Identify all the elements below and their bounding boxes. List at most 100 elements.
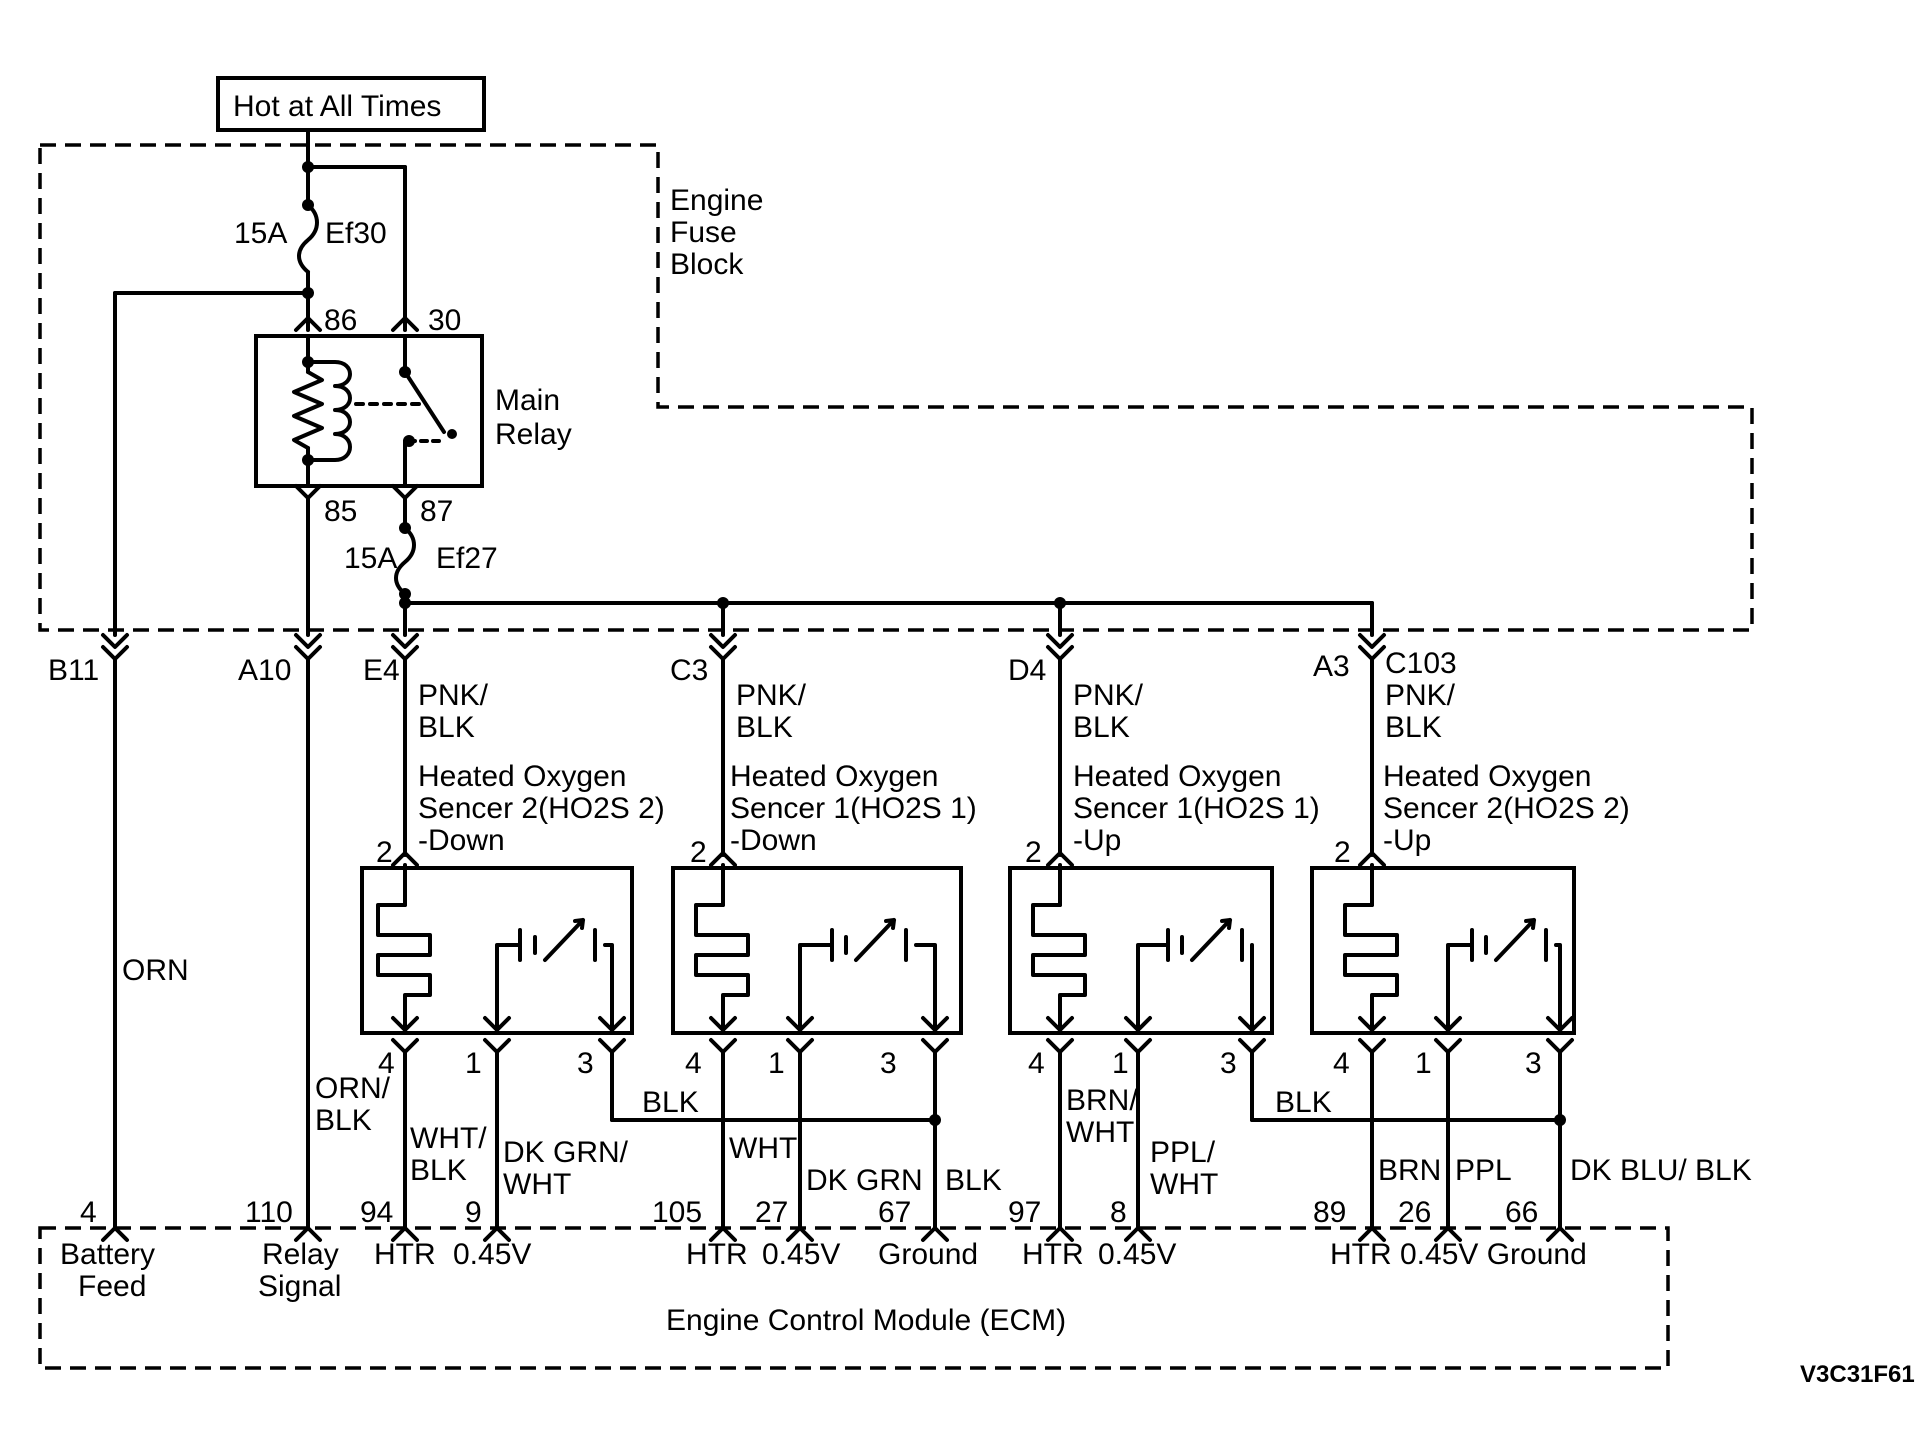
ecm-pin-105: 105 <box>652 1196 702 1229</box>
wire-brn-wht-1: BRN/ <box>1066 1084 1138 1117</box>
fuse-ef30-symbol <box>297 203 319 274</box>
sensor-1-pin-3: 3 <box>577 1047 594 1080</box>
sensor-3-pin-2: 2 <box>1025 836 1042 869</box>
supply-box <box>216 76 486 132</box>
ecm-pin-97: 97 <box>1008 1196 1041 1229</box>
fuse-block-connectors <box>101 633 1386 661</box>
sensor-cell <box>1446 918 1562 1032</box>
ecm-pin-94: 94 <box>360 1196 393 1229</box>
sensor-cell <box>798 918 937 1032</box>
wire-blk-group-1: BLK <box>642 1086 699 1119</box>
wire-brn-wht-2: WHT <box>1066 1116 1134 1149</box>
ecm-htr-1: HTR <box>374 1238 436 1271</box>
figure-id: V3C31F61 <box>1800 1361 1915 1388</box>
relay-pin-87: 87 <box>420 495 453 528</box>
ecm-pin-4: 4 <box>80 1196 97 1229</box>
ecm-battery-feed-1: Battery <box>60 1238 155 1271</box>
sensor-2-pin-3: 3 <box>880 1047 897 1080</box>
sensor-ho2s1-up <box>1008 657 1274 1035</box>
fuse-ef30-amp: 15A <box>234 217 287 250</box>
sensor-to-ecm-wiring <box>391 1038 1574 1242</box>
ecm-relay-signal-2: Signal <box>258 1270 341 1303</box>
ecm-pin-89: 89 <box>1313 1196 1346 1229</box>
sensor-4-line-3: -Up <box>1383 824 1431 857</box>
wire-orn: ORN <box>122 954 189 987</box>
sensor-2-pin-4: 4 <box>685 1047 702 1080</box>
ecm-pin-8: 8 <box>1110 1196 1127 1229</box>
wire-wht-blk-2: BLK <box>410 1154 467 1187</box>
fuse-block-label-2: Fuse <box>670 216 737 249</box>
wire-dk-grn: DK GRN <box>806 1164 923 1197</box>
sensor-3-line-1: Heated Oxygen <box>1073 760 1281 793</box>
wire-ppl: PPL <box>1455 1154 1512 1187</box>
ecm-pin-110: 110 <box>245 1196 293 1229</box>
sensor-4-pin-1: 1 <box>1415 1047 1432 1080</box>
connector-b11: B11 <box>48 654 99 687</box>
ecm-battery-feed-2: Feed <box>78 1270 146 1303</box>
sensor-4-pin-3: 3 <box>1525 1047 1542 1080</box>
sensor-3-line-3: -Up <box>1073 824 1121 857</box>
sensor-cell <box>1136 918 1254 1032</box>
supply-label: Hot at All Times <box>233 90 441 123</box>
relay-coil-inductor <box>320 360 352 462</box>
ecm-v045-2: 0.45V <box>762 1238 840 1271</box>
wire-dk-grn-wht-2: WHT <box>503 1168 571 1201</box>
ecm-ground-1: Ground <box>878 1238 978 1271</box>
wire-dk-blu-blk: DK BLU/ BLK <box>1570 1154 1752 1187</box>
sensor-2-line-3: -Down <box>730 824 817 857</box>
relay-switch-arm <box>403 370 446 434</box>
fuse-ef27-amp: 15A <box>344 542 397 575</box>
sensor-1-line-1: Heated Oxygen <box>418 760 626 793</box>
wire-blk-group-2: BLK <box>1275 1086 1332 1119</box>
sensor-4-pin-4: 4 <box>1333 1047 1350 1080</box>
heater-element <box>1031 903 1087 1032</box>
sensor-3-pin-4: 4 <box>1028 1047 1045 1080</box>
connector-c3: C3 <box>670 654 708 687</box>
fuse-ef27-symbol <box>394 526 416 596</box>
sensor-4-line-2: Sencer 2(HO2S 2) <box>1383 792 1630 825</box>
ecm-v045-3: 0.45V <box>1098 1238 1176 1271</box>
fuse-ef27-name: Ef27 <box>436 542 498 575</box>
sensor-2-line-1: Heated Oxygen <box>730 760 938 793</box>
sensor-2-pin-2: 2 <box>690 836 707 869</box>
sensor-1-pin-2: 2 <box>376 836 393 869</box>
ecm-title: Engine Control Module (ECM) <box>666 1304 1066 1337</box>
fuse-block-label-3: Block <box>670 248 744 281</box>
wire-dk-grn-wht-1: DK GRN/ <box>503 1136 629 1169</box>
sensor-4-line-1: Heated Oxygen <box>1383 760 1591 793</box>
ecm-relay-signal-1: Relay <box>262 1238 339 1271</box>
fuse-block-label-1: Engine <box>670 184 763 217</box>
wire-wht: WHT <box>729 1132 797 1165</box>
wire-ppl-wht-1: PPL/ <box>1150 1136 1216 1169</box>
connector-a3: A3 <box>1313 650 1350 683</box>
ecm-pin-27: 27 <box>755 1196 788 1229</box>
ecm-pin-66: 66 <box>1505 1196 1538 1229</box>
ecm-htr-2: HTR <box>686 1238 748 1271</box>
ecm-boundary <box>38 1226 1670 1370</box>
ecm-htr-045-ground: HTR 0.45V Ground <box>1330 1238 1587 1271</box>
wire-pnk-blk-a3-1: PNK/ <box>1385 679 1456 712</box>
sensor-1-pin-1: 1 <box>465 1047 482 1080</box>
sensor-3-line-2: Sencer 1(HO2S 1) <box>1073 792 1320 825</box>
fuse-ef30-name: Ef30 <box>325 217 387 250</box>
wire-pnk-blk-d4-2: BLK <box>1073 711 1130 744</box>
engine-fuse-block-boundary <box>38 143 1754 632</box>
wire-orn-blk-1: ORN/ <box>315 1072 391 1105</box>
sensor-4-pin-2: 2 <box>1334 836 1351 869</box>
sensor-3-pin-1: 1 <box>1112 1047 1129 1080</box>
ecm-pin-9: 9 <box>465 1196 482 1229</box>
heater-element <box>1343 903 1399 1032</box>
supply-wiring <box>113 128 407 637</box>
main-relay-box <box>254 334 484 488</box>
sensor-2-line-2: Sencer 1(HO2S 1) <box>730 792 977 825</box>
sensor-1-pin-4: 4 <box>378 1047 395 1080</box>
ecm-pin-67: 67 <box>878 1196 911 1229</box>
sensor-ho2s2-up <box>1310 657 1576 1035</box>
ecm-htr-3: HTR <box>1022 1238 1084 1271</box>
relay-pin-30: 30 <box>428 304 461 337</box>
sensor-cell <box>495 918 614 1032</box>
relay-pin-86: 86 <box>324 304 357 337</box>
wire-brn: BRN <box>1378 1154 1441 1187</box>
relay-pin-85: 85 <box>324 495 357 528</box>
distribution-wiring <box>306 496 1374 637</box>
